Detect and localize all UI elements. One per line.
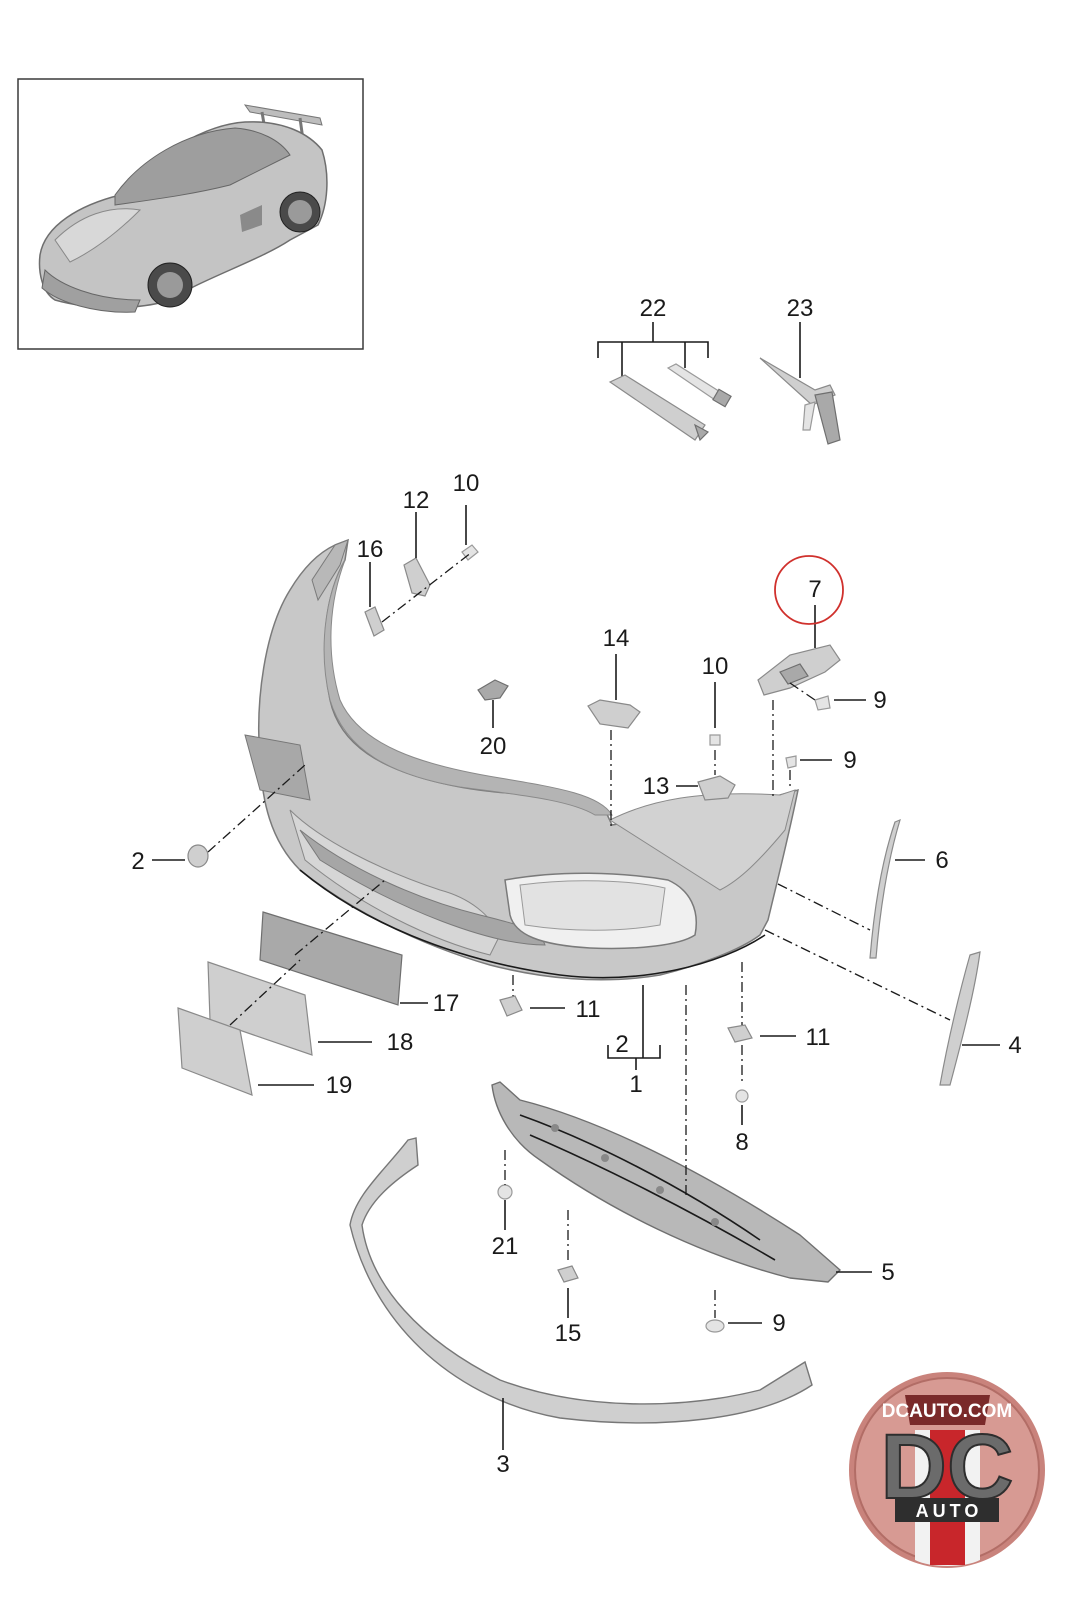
- callout-12: 12: [403, 487, 430, 514]
- dcauto-logo: DCAUTO.COM DC AUTO: [849, 1372, 1045, 1568]
- callout-1: 1: [629, 1071, 642, 1098]
- callout-11-right: 11: [806, 1024, 831, 1051]
- part-8-bolt: [735, 1045, 749, 1125]
- part-20-sensor: [477, 679, 509, 728]
- part-17-plate: [259, 911, 428, 1006]
- part-1-2-bracket: [607, 985, 661, 1070]
- callout-15: 15: [555, 1320, 582, 1347]
- callout-18: 18: [387, 1029, 414, 1056]
- part-16-clip: [364, 562, 385, 637]
- callout-7: 7: [808, 576, 821, 603]
- callout-10-upper: 10: [453, 470, 480, 497]
- part-15-nut: [557, 1210, 579, 1318]
- part-7-bracket: [757, 555, 844, 800]
- callout-11-left: 11: [576, 996, 601, 1023]
- part-10-screw-upper: [461, 505, 479, 561]
- part-11-clip-right: [727, 962, 796, 1043]
- vehicle-thumbnail: [17, 78, 364, 350]
- callout-9-lower: 9: [772, 1310, 785, 1337]
- part-9-clip-lower: [705, 1290, 762, 1333]
- callout-3: 3: [496, 1451, 509, 1478]
- callout-labels: 1 2 2 3 4 5 6 7 8 9 9 9 10 10 11 11 12 1…: [131, 295, 1021, 1478]
- part-2-cap-left: [152, 764, 306, 868]
- callout-9-middle: 9: [843, 747, 856, 774]
- callout-9-upper: 9: [873, 687, 886, 714]
- part-21-screw: [497, 1150, 513, 1230]
- part-9-clip-upper: [814, 695, 866, 711]
- callout-6: 6: [935, 847, 948, 874]
- part-9-clip-middle: [785, 755, 832, 790]
- callout-17: 17: [433, 990, 460, 1017]
- callout-20: 20: [480, 733, 507, 760]
- part-11-clip-left: [499, 975, 565, 1017]
- callout-22: 22: [640, 295, 667, 322]
- part-19-plate: [177, 1007, 314, 1096]
- part-6-strip: [777, 818, 925, 959]
- part-23-applicator-gun: [759, 322, 841, 445]
- part-4-strip: [764, 929, 1000, 1086]
- highlight-circle: [774, 555, 844, 625]
- logo-url-text: DCAUTO.COM: [882, 1401, 1013, 1422]
- callout-2-cap: 2: [131, 848, 144, 875]
- part-5-underbody-panel: [491, 985, 872, 1283]
- callout-14: 14: [603, 625, 630, 652]
- callout-16: 16: [357, 536, 384, 563]
- part-22-adhesive-kit: [597, 322, 732, 442]
- part-12-bracket: [403, 512, 431, 597]
- part-18-plate: [207, 961, 372, 1056]
- part-14-mount: [587, 654, 641, 830]
- logo-auto-word: AUTO: [916, 1501, 983, 1521]
- callout-2-bumper: 2: [615, 1031, 628, 1058]
- callout-4: 4: [1008, 1032, 1021, 1059]
- callout-5: 5: [881, 1259, 894, 1286]
- part-1-bumper-cover: [244, 538, 799, 981]
- part-13-guide: [676, 775, 736, 801]
- callout-13: 13: [643, 773, 670, 800]
- part-10-screw-lower: [709, 682, 721, 775]
- callout-8: 8: [735, 1129, 748, 1156]
- callout-10-lower: 10: [702, 653, 729, 680]
- car-illustration: [38, 104, 328, 313]
- callout-19: 19: [326, 1072, 353, 1099]
- part-3-spoiler-lip: [349, 1137, 813, 1450]
- callout-21: 21: [492, 1233, 519, 1260]
- callout-23: 23: [787, 295, 814, 322]
